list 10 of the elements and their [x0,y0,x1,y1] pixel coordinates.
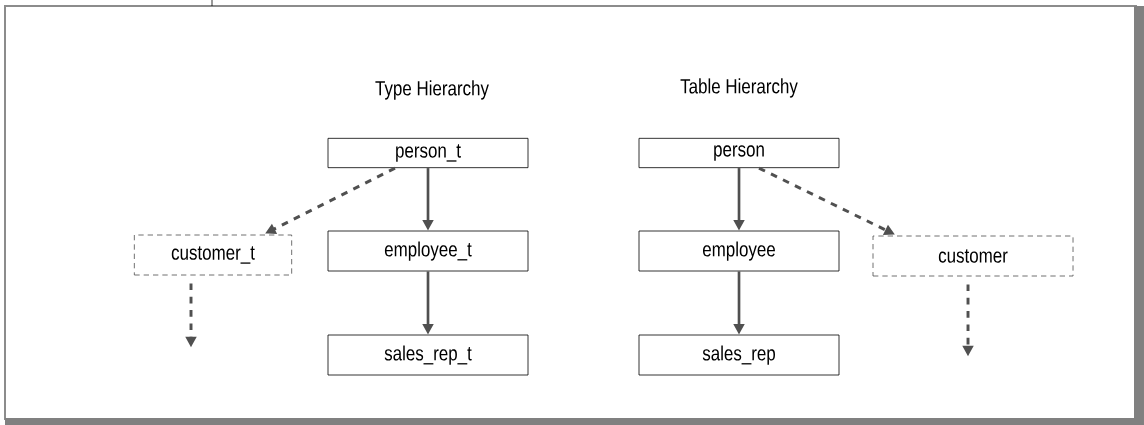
process-box: sales_rep_t [327,334,529,376]
process-box: sales_rep [638,334,840,376]
dashed-box: customer [872,235,1074,277]
heading: Type Hierarchy [375,80,489,100]
process-box: employee [638,230,840,272]
process-box: person_t [327,137,529,169]
dashed-box: customer_t [133,234,293,276]
process-box: employee_t [327,230,529,272]
heading: Table Hierarchy [680,78,798,98]
process-box: person [638,137,840,169]
